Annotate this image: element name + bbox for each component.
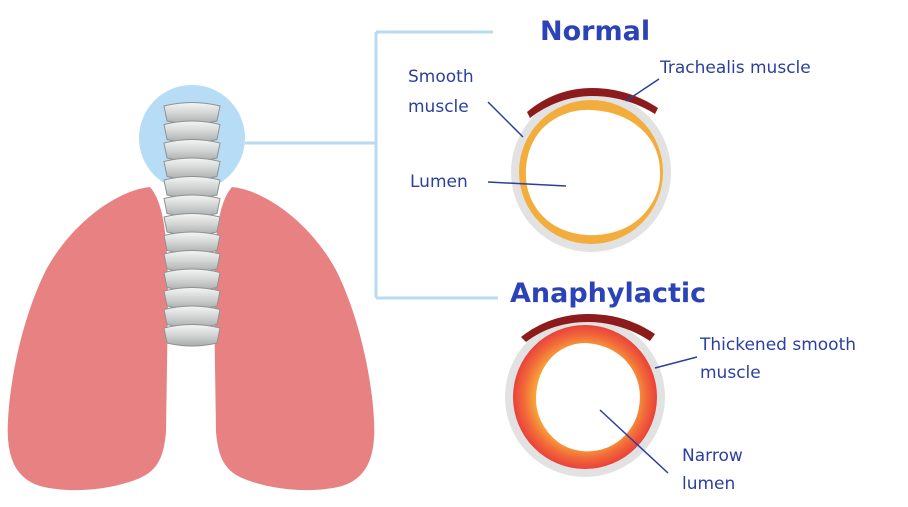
label-narrow-line1: Narrow: [682, 446, 743, 466]
normal-trachealis-muscle: [527, 88, 658, 118]
label-thickened-line2: muscle: [700, 363, 761, 383]
normal-lumen: [525, 109, 661, 236]
normal-airway-cross-section: [511, 88, 671, 252]
label-narrow-line2: lumen: [682, 474, 736, 494]
pointer-lumen: [487, 181, 567, 187]
anaphylactic-trachealis-muscle: [521, 314, 655, 342]
pointer-smooth-muscle: [487, 101, 524, 138]
bracket-connector: [245, 30, 498, 300]
pointer-narrow-lumen: [599, 409, 669, 474]
pointer-thickened: [654, 356, 698, 369]
label-smooth-muscle-line1: Smooth: [408, 67, 474, 87]
heading-normal: Normal: [540, 16, 651, 47]
heading-anaphylactic: Anaphylactic: [510, 278, 707, 309]
label-lumen: Lumen: [410, 172, 468, 192]
anaphylactic-airway-cross-section: [505, 314, 665, 477]
pointer-trachealis: [625, 78, 660, 102]
label-thickened-line1: Thickened smooth: [700, 335, 857, 355]
pointer-lines: [487, 78, 698, 474]
anaphylactic-narrow-lumen: [536, 343, 640, 452]
trachea: [163, 102, 221, 347]
label-trachealis-muscle: Trachealis muscle: [660, 58, 811, 78]
label-smooth-muscle-line2: muscle: [408, 97, 469, 117]
trachea-ring: [163, 324, 221, 347]
left-lung: [7, 187, 169, 491]
right-lung: [214, 187, 375, 491]
